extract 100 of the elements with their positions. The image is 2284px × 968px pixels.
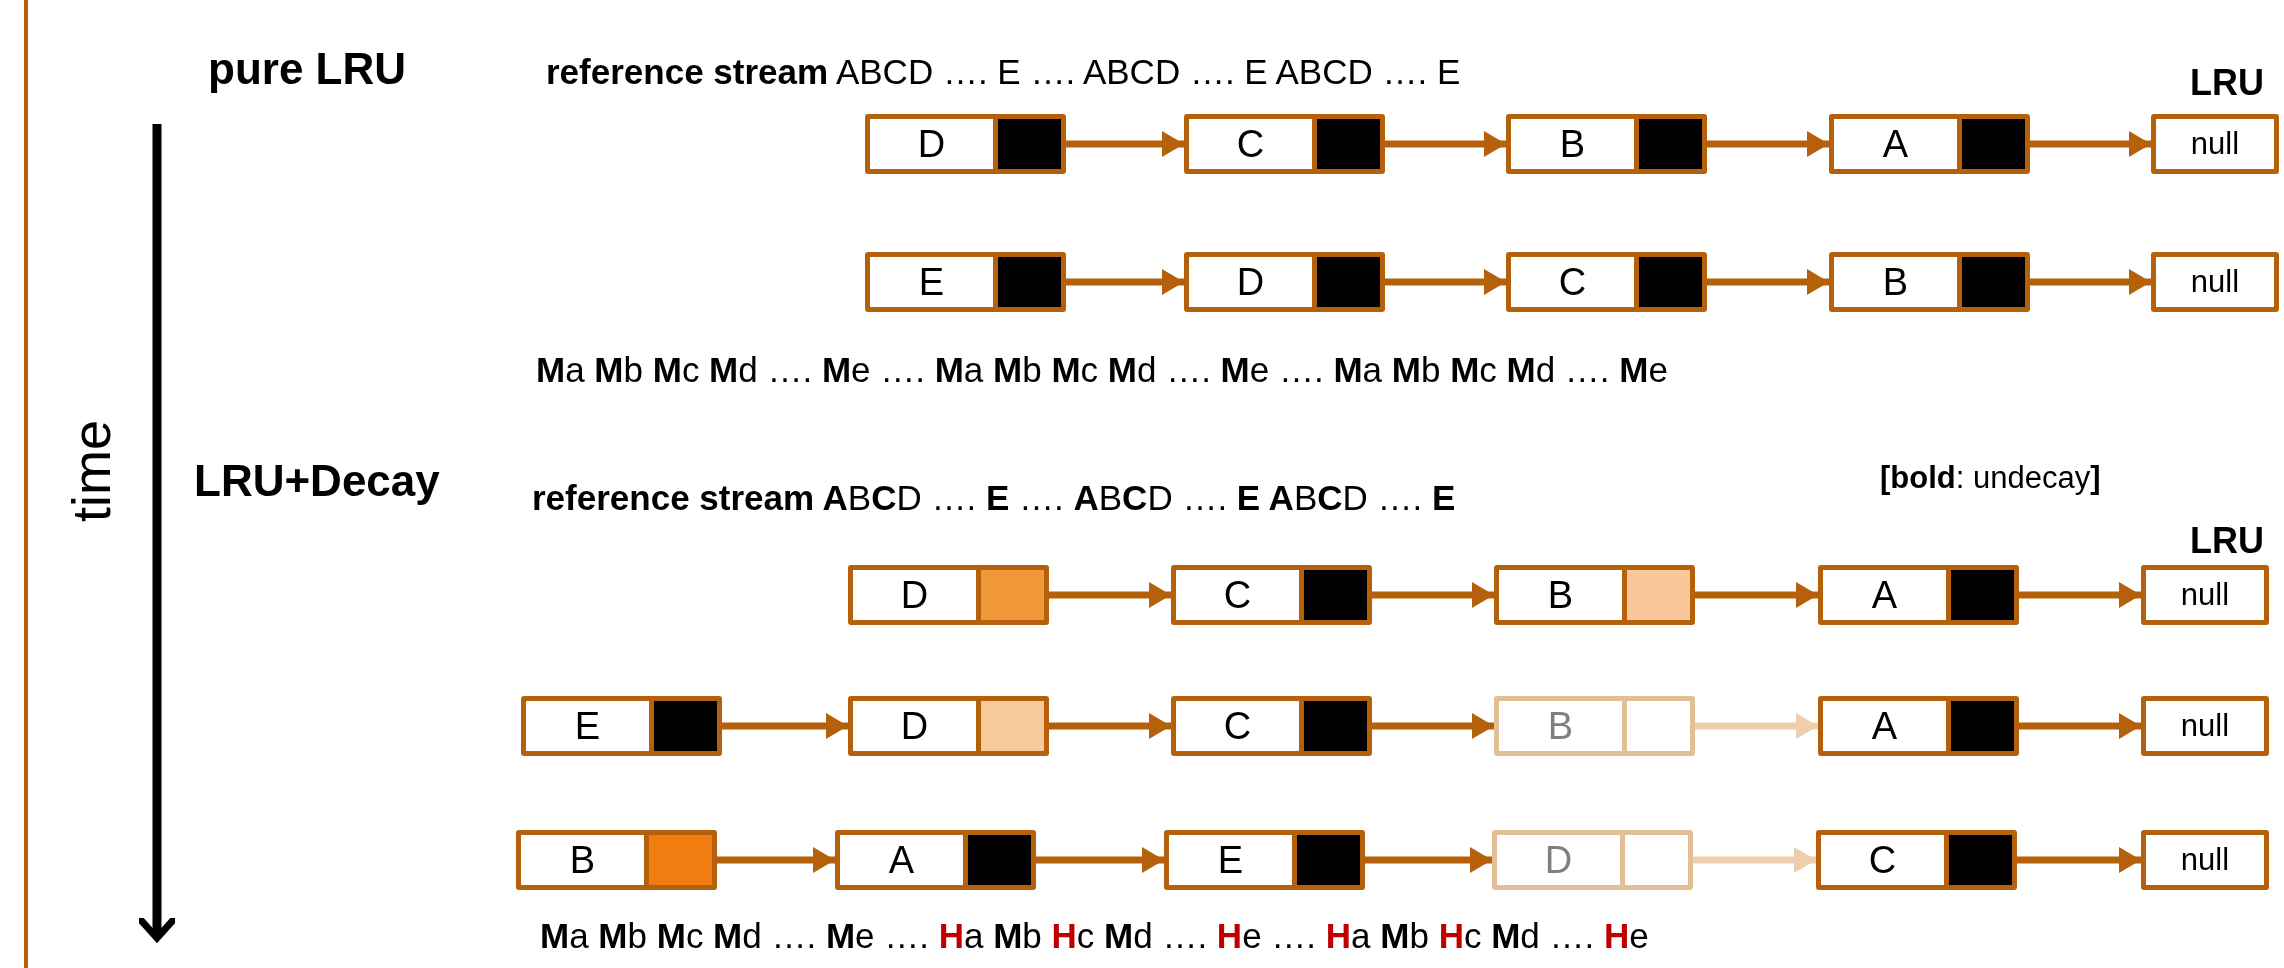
- text-label: Ma Mb Mc Md …. Me …. Ha Mb Hc Md …. He …. Ha Mb Hc Md …. He: [540, 916, 1649, 956]
- node-label: B: [568, 837, 597, 883]
- null-node: [2151, 252, 2279, 312]
- node-label: A: [1870, 572, 1899, 618]
- pointer-cell: [1634, 257, 1702, 307]
- node-label: C: [1222, 572, 1253, 618]
- arrow: [1385, 131, 1506, 157]
- list-node: [1818, 565, 2019, 625]
- node-label: B: [1546, 703, 1575, 749]
- null-node: [2141, 696, 2269, 756]
- node-label: D: [1543, 837, 1574, 883]
- node-label: E: [917, 259, 946, 305]
- node-label: null: [2179, 576, 2231, 614]
- list-node: [1506, 252, 1707, 312]
- arrow: [1372, 582, 1494, 608]
- list-node: [1506, 114, 1707, 174]
- pointer-cell: [1292, 835, 1360, 885]
- arrow: [1707, 269, 1829, 295]
- pointer-cell: [1944, 835, 2012, 885]
- arrow: [1385, 269, 1506, 295]
- arrow: [722, 713, 848, 739]
- node-label: D: [1235, 259, 1266, 305]
- arrow: [1707, 131, 1829, 157]
- pointer-cell: [1622, 570, 1690, 620]
- list-node: [848, 696, 1049, 756]
- arrow: [1365, 847, 1492, 873]
- text-label: reference stream ABCD …. E …. ABCD …. E ABCD …. E: [532, 478, 1456, 518]
- pointer-cell: [1957, 257, 2025, 307]
- arrow: [1695, 713, 1818, 739]
- text-label: LRU: [2190, 62, 2264, 104]
- pointer-cell: [1634, 119, 1702, 169]
- list-node: [835, 830, 1036, 890]
- list-node: [1184, 252, 1385, 312]
- node-label: C: [1222, 703, 1253, 749]
- arrow: [2030, 131, 2151, 157]
- null-node: [2151, 114, 2279, 174]
- node-label: B: [1558, 121, 1587, 167]
- arrow: [1049, 713, 1171, 739]
- arrow: [1036, 847, 1164, 873]
- text-label: [bold: undecay]: [1880, 460, 2101, 496]
- node-label: C: [1557, 259, 1588, 305]
- pointer-cell: [1957, 119, 2025, 169]
- node-label: null: [2189, 263, 2241, 301]
- node-label: B: [1546, 572, 1575, 618]
- node-label: C: [1235, 121, 1266, 167]
- node-label: D: [916, 121, 947, 167]
- node-label: C: [1867, 837, 1898, 883]
- node-label: D: [899, 703, 930, 749]
- arrow: [1693, 847, 1816, 873]
- pointer-cell: [1299, 701, 1367, 751]
- pointer-cell: [644, 835, 712, 885]
- list-node: [1818, 696, 2019, 756]
- list-node: [1171, 565, 1372, 625]
- text-label: Ma Mb Mc Md …. Me …. Ma Mb Mc Md …. Me …. Ma Mb Mc Md …. Me: [536, 350, 1668, 390]
- arrow: [1049, 582, 1171, 608]
- pointer-cell: [993, 257, 1061, 307]
- list-node: [1492, 830, 1693, 890]
- pointer-cell: [1946, 570, 2014, 620]
- node-label: B: [1881, 259, 1910, 305]
- node-label: E: [1216, 837, 1245, 883]
- list-node: [1829, 114, 2030, 174]
- node-label: E: [573, 703, 602, 749]
- pointer-cell: [1299, 570, 1367, 620]
- text-label: LRU: [2190, 520, 2264, 562]
- null-node: [2141, 565, 2269, 625]
- list-node: [1171, 696, 1372, 756]
- arrow: [2019, 713, 2141, 739]
- list-node: [1816, 830, 2017, 890]
- pointer-cell: [963, 835, 1031, 885]
- list-node: [1494, 565, 1695, 625]
- pointer-cell: [976, 701, 1044, 751]
- list-node: [1494, 696, 1695, 756]
- arrow: [1066, 269, 1184, 295]
- node-label: null: [2179, 707, 2231, 745]
- pointer-cell: [976, 570, 1044, 620]
- node-label: null: [2189, 125, 2241, 163]
- text-label: LRU+Decay: [194, 456, 440, 506]
- list-node: [521, 696, 722, 756]
- node-label: A: [887, 837, 916, 883]
- axis-label: time: [60, 420, 122, 522]
- text-label: reference stream ABCD …. E …. ABCD …. E ABCD …. E: [546, 52, 1461, 92]
- pointer-cell: [1946, 701, 2014, 751]
- list-node: [516, 830, 717, 890]
- arrow: [1695, 582, 1818, 608]
- node-label: null: [2179, 841, 2231, 879]
- arrow: [2017, 847, 2141, 873]
- arrow: [2019, 582, 2141, 608]
- arrow: [2030, 269, 2151, 295]
- pointer-cell: [1312, 257, 1380, 307]
- arrow: [1066, 131, 1184, 157]
- arrow: [717, 847, 835, 873]
- list-node: [848, 565, 1049, 625]
- arrow: [1372, 713, 1494, 739]
- pointer-cell: [649, 701, 717, 751]
- pointer-cell: [1312, 119, 1380, 169]
- text-label: pure LRU: [208, 44, 406, 94]
- node-label: A: [1870, 703, 1899, 749]
- node-label: D: [899, 572, 930, 618]
- list-node: [1164, 830, 1365, 890]
- null-node: [2141, 830, 2269, 890]
